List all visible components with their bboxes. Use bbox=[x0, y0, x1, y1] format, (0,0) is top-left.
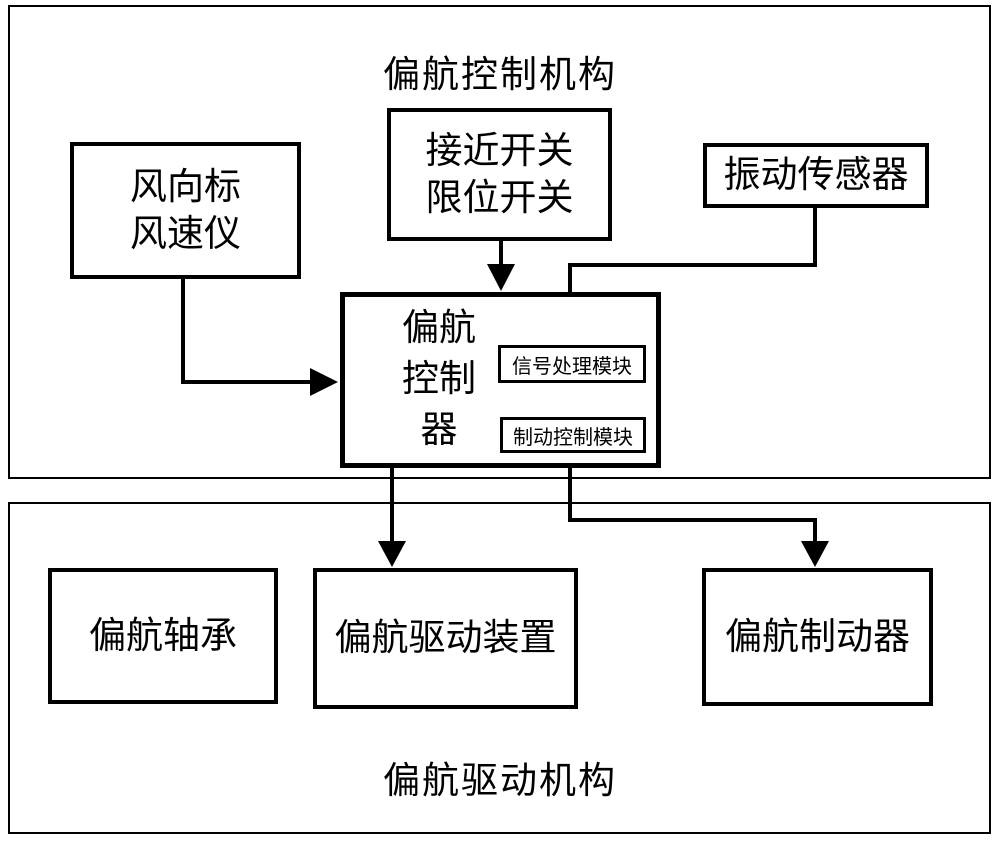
signal-processing-module-label: 信号处理模块 bbox=[512, 355, 632, 378]
yaw-drive-label: 偏航驱动装置 bbox=[334, 618, 557, 659]
yaw-controller-label: 偏航 控制 器 bbox=[359, 303, 519, 456]
wind-sensor-label-line1: 风向标 bbox=[130, 166, 241, 208]
yaw-bearing-label: 偏航轴承 bbox=[89, 615, 237, 657]
brake-control-module-box: 制动控制模块 bbox=[500, 417, 646, 453]
wind-sensor-box: 风向标 风速仪 bbox=[70, 142, 301, 279]
yaw-brake-box: 偏航制动器 bbox=[702, 568, 933, 706]
yaw-controller-label-line1: 偏航 bbox=[402, 308, 476, 349]
yaw-control-mechanism-container bbox=[8, 5, 991, 479]
proximity-limit-switch-box: 接近开关 限位开关 bbox=[387, 108, 612, 241]
switch-label-line2: 限位开关 bbox=[425, 177, 574, 219]
vibration-sensor-box: 振动传感器 bbox=[703, 143, 929, 208]
yaw-controller-box: 偏航 控制 器 信号处理模块 制动控制模块 bbox=[340, 292, 661, 468]
brake-control-module-label: 制动控制模块 bbox=[513, 426, 633, 449]
yaw-brake-label: 偏航制动器 bbox=[725, 616, 910, 658]
bottom-section-title: 偏航驱动机构 bbox=[383, 761, 617, 802]
yaw-controller-label-line3: 器 bbox=[420, 410, 458, 451]
wind-sensor-label-line2: 风速仪 bbox=[130, 213, 241, 255]
signal-processing-module-box: 信号处理模块 bbox=[498, 345, 646, 383]
vibration-sensor-label: 振动传感器 bbox=[723, 155, 909, 196]
switch-label-line1: 接近开关 bbox=[425, 130, 574, 172]
yaw-bearing-box: 偏航轴承 bbox=[48, 568, 278, 704]
yaw-controller-label-line2: 控制 bbox=[402, 359, 476, 400]
top-section-title: 偏航控制机构 bbox=[383, 55, 617, 96]
yaw-drive-box: 偏航驱动装置 bbox=[313, 568, 578, 709]
yaw-drive-mechanism-container bbox=[8, 502, 991, 834]
